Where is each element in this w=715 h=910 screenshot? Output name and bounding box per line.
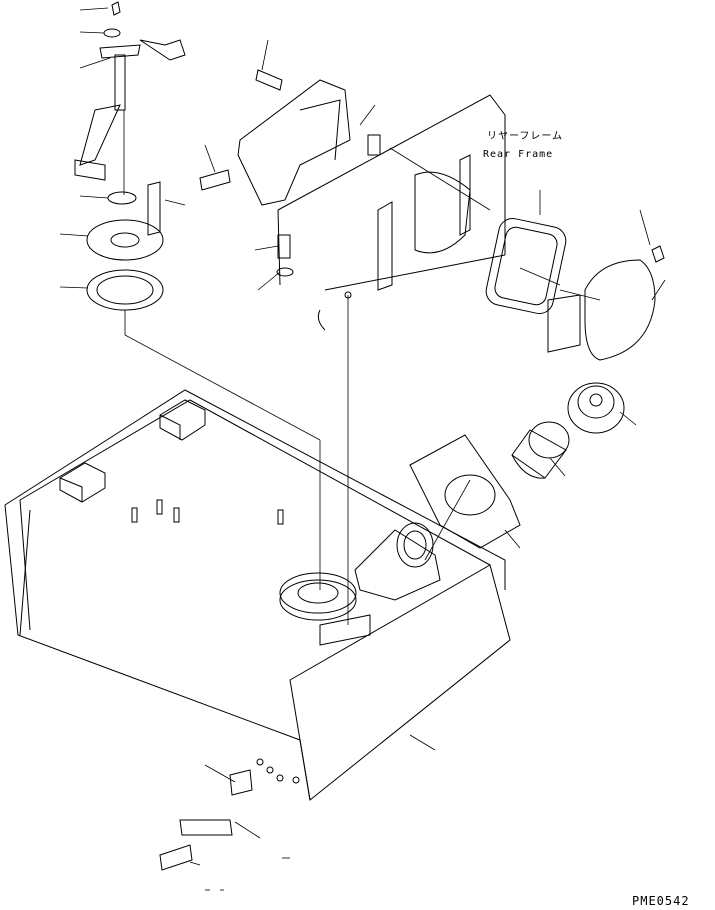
- tank-bracket: [237, 79, 381, 206]
- filler-gasket: [409, 434, 521, 549]
- leader-lines: [59, 7, 666, 891]
- level-gauge: [74, 1, 186, 311]
- rear-frame-label-jp: リヤーフレーム: [487, 130, 563, 142]
- filler-cap: [567, 382, 625, 434]
- strainer: [511, 421, 570, 479]
- rear-frame: [277, 94, 506, 331]
- gasket-and-cover: [485, 217, 665, 361]
- figure-code: PME0542: [632, 894, 690, 908]
- bolt-group: [159, 69, 294, 871]
- rear-frame-label-en: Rear Frame: [483, 149, 553, 160]
